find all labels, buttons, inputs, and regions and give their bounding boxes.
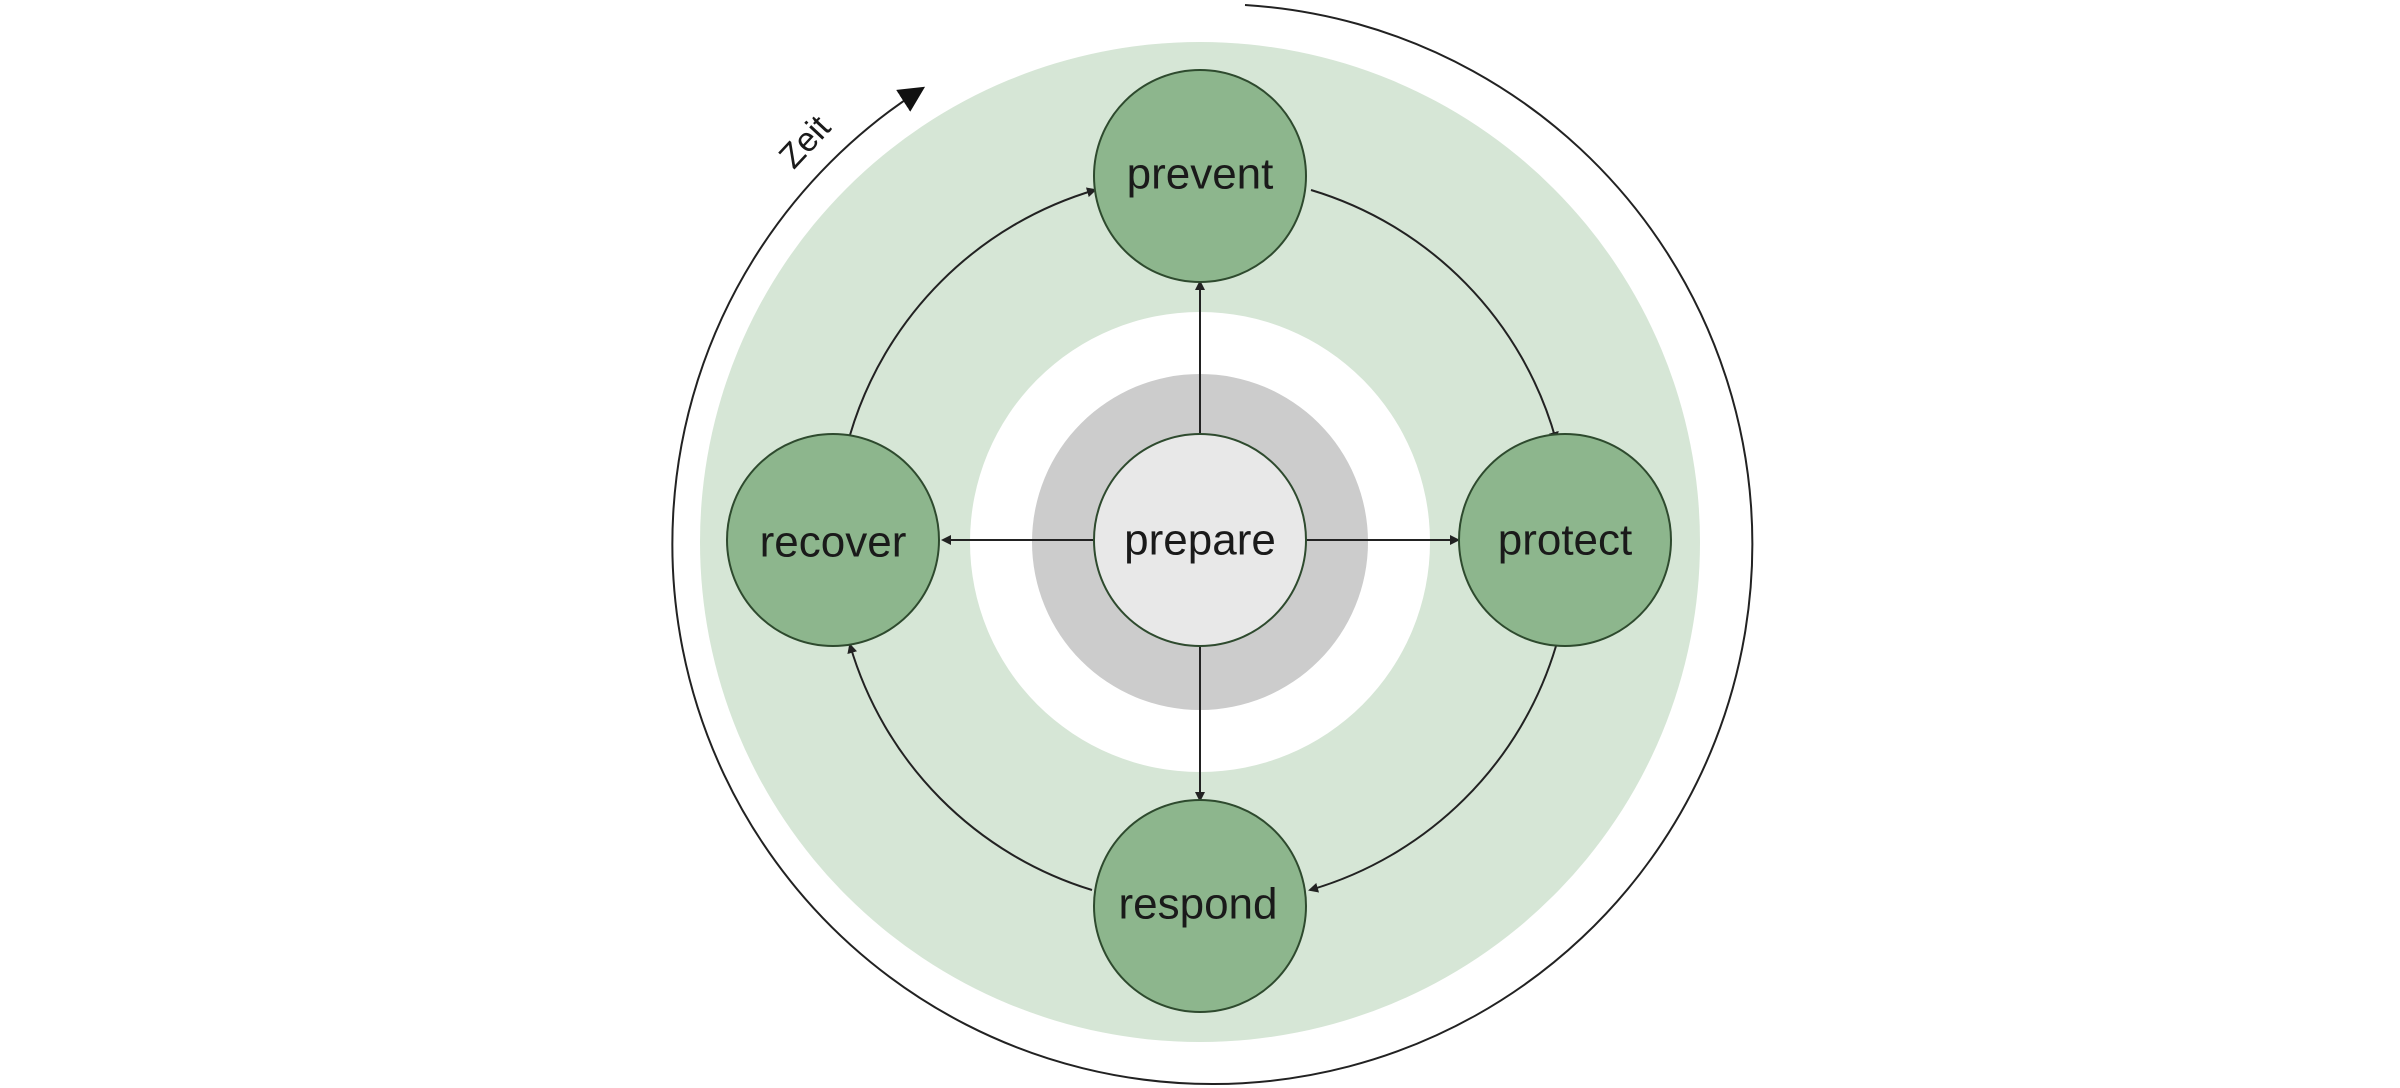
node-protect: protect (1458, 433, 1672, 647)
link-recover-to-prevent (849, 187, 1097, 436)
link-respond-to-recover (847, 643, 1093, 891)
link-prevent-to-protect (1310, 189, 1559, 442)
time-arc (671, 4, 1754, 1086)
node-recover: recover (726, 433, 940, 647)
node-prepare: prepare (1093, 433, 1307, 647)
time-label: Zeit (772, 108, 839, 176)
node-protect-label: protect (1498, 516, 1633, 565)
link-protect-to-respond (1308, 645, 1557, 893)
node-prevent-label: prevent (1127, 150, 1274, 199)
node-respond-label: respond (1118, 880, 1277, 929)
node-prepare-label: prepare (1124, 516, 1276, 565)
node-recover-label: recover (760, 518, 907, 567)
node-prevent: prevent (1093, 69, 1307, 283)
node-respond: respond (1093, 799, 1307, 1013)
